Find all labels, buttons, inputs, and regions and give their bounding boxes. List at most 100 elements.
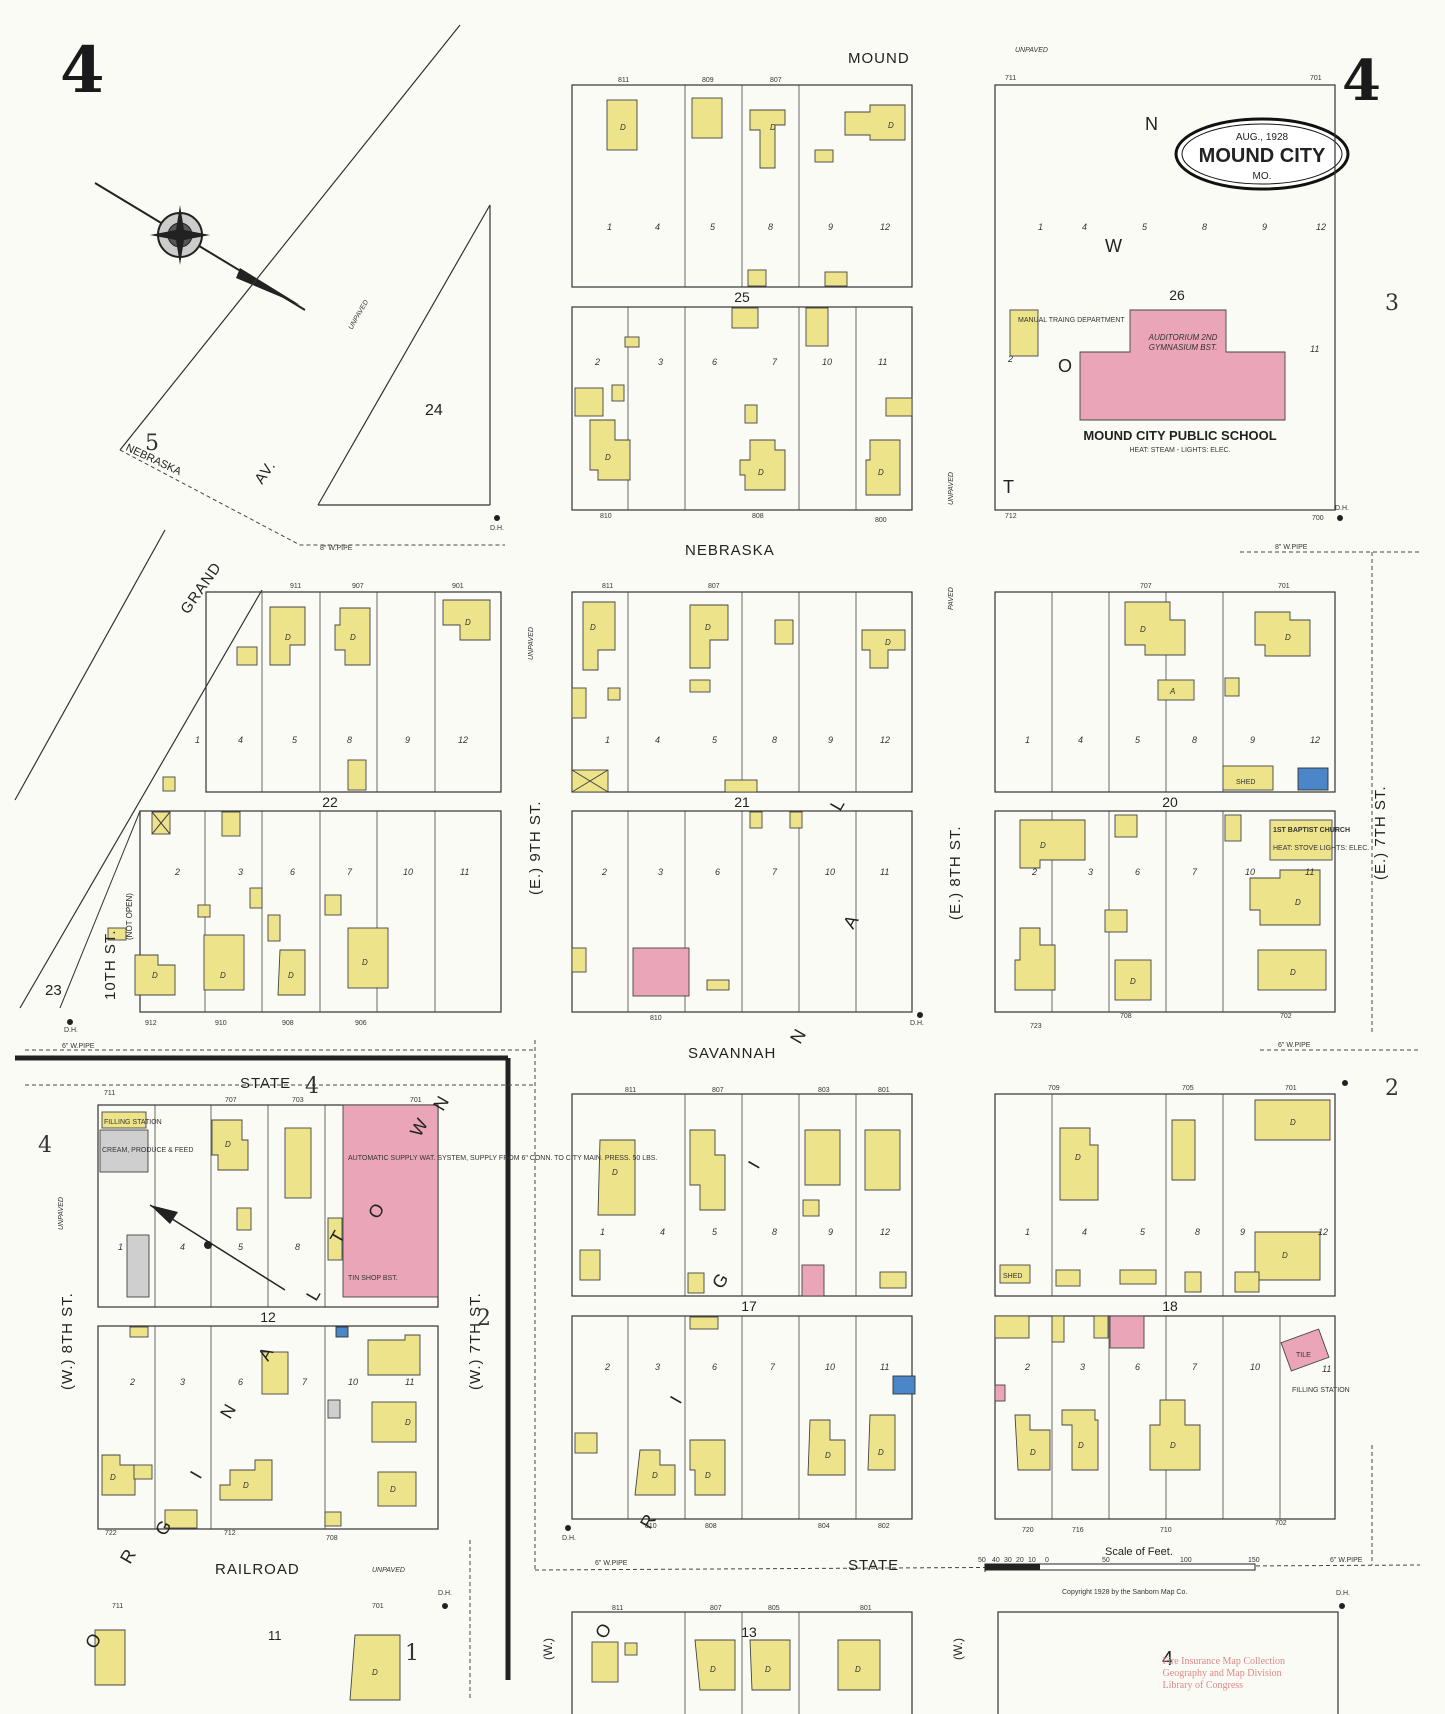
hydrant-icon — [1337, 515, 1343, 521]
svg-text:2: 2 — [604, 1362, 610, 1372]
shed-label: SHED — [1236, 779, 1255, 786]
dwelling — [694, 1639, 736, 1691]
svg-text:711: 711 — [1005, 75, 1016, 82]
direction-arrow — [149, 1204, 286, 1291]
block-numbers: 25 26 24 22 21 20 23 12 17 18 13 11 4 — [45, 287, 1185, 1670]
dh-label: D.H. — [490, 525, 504, 532]
street-e7th: (E.) 7TH ST. — [1372, 785, 1389, 880]
svg-text:3: 3 — [658, 867, 663, 877]
svg-text:1: 1 — [1025, 1227, 1030, 1237]
svg-text:802: 802 — [878, 1523, 890, 1530]
svg-text:N: N — [786, 1026, 810, 1047]
dwelling-letter: D — [1075, 1153, 1081, 1162]
dwelling-letter: D — [885, 638, 891, 647]
watermark-line: Fire Insurance Map Collection — [1162, 1656, 1285, 1667]
dwelling-letter: D — [855, 1665, 861, 1674]
svg-text:810: 810 — [645, 1523, 657, 1530]
dwelling-letter: D — [220, 971, 226, 980]
shed-label: SHED — [1003, 1273, 1022, 1280]
hydrant-icon — [1342, 1080, 1348, 1086]
dh-label: D.H. — [910, 1020, 924, 1027]
svg-text:800: 800 — [875, 517, 887, 524]
school-heat: HEAT: STEAM - LIGHTS: ELEC. — [1129, 447, 1230, 454]
svg-text:1: 1 — [607, 222, 612, 232]
svg-text:8: 8 — [1202, 222, 1207, 232]
dwelling — [589, 419, 631, 481]
scale-tick: 150 — [1248, 1557, 1260, 1564]
auto-letter: A — [1169, 687, 1175, 696]
block-26: 26 — [1169, 287, 1185, 303]
dwelling — [1254, 1231, 1321, 1281]
svg-text:10: 10 — [822, 357, 832, 367]
svg-text:11: 11 — [878, 357, 887, 367]
dwelling-letter: D — [243, 1481, 249, 1490]
dwelling-letter: D — [1030, 1448, 1036, 1457]
dwelling-letter: D — [705, 623, 711, 632]
svg-text:9: 9 — [405, 735, 410, 745]
dwelling-letter: D — [710, 1665, 716, 1674]
auto-garage — [994, 1315, 1030, 1339]
svg-text:708: 708 — [1120, 1013, 1132, 1020]
block-12: 12 — [260, 1309, 276, 1325]
title-date: AUG., 1928 — [1236, 132, 1289, 143]
dwelling-letter: D — [372, 1668, 378, 1677]
outbuilding — [1234, 1271, 1260, 1293]
tile-label: TILE — [1296, 1352, 1311, 1359]
svg-text:808: 808 — [752, 513, 764, 520]
commercial-building — [1109, 1315, 1145, 1349]
auto-garage — [879, 1271, 907, 1289]
dwelling — [1249, 869, 1321, 926]
auto-garage — [579, 1249, 601, 1281]
dwelling-letter: D — [350, 633, 356, 642]
water-pipes — [25, 449, 1421, 1700]
auto-garage — [347, 759, 367, 791]
dwelling — [1019, 819, 1086, 869]
hydrant-icon — [565, 1525, 571, 1531]
unpaved-label: UNPAVED — [948, 472, 955, 505]
svg-text:2: 2 — [594, 357, 600, 367]
svg-text:804: 804 — [818, 1523, 830, 1530]
svg-text:5: 5 — [1140, 1227, 1146, 1237]
compass-rose-icon — [94, 182, 306, 311]
dwelling — [347, 927, 389, 989]
pipe-label: 6" W.PIPE — [595, 1560, 628, 1567]
svg-text:907: 907 — [352, 583, 364, 590]
dwelling-letter: D — [888, 121, 894, 130]
dwelling — [739, 439, 786, 491]
filling-station-2-label: FILLING STATION — [1292, 1387, 1350, 1394]
dwelling — [749, 1639, 791, 1691]
svg-text:1: 1 — [118, 1242, 123, 1252]
unpaved-label: UNPAVED — [372, 1567, 405, 1574]
dwelling — [1257, 949, 1327, 991]
street-10th: 10TH ST. — [102, 929, 119, 1000]
outbuilding — [689, 1316, 719, 1330]
dwelling — [334, 607, 371, 666]
svg-text:2: 2 — [1024, 1362, 1030, 1372]
water-system-label: AUTOMATIC SUPPLY WAT. SYSTEM, SUPPLY FRO… — [348, 1155, 657, 1162]
svg-text:807: 807 — [770, 77, 782, 84]
svg-text:10: 10 — [348, 1377, 358, 1387]
svg-text:4: 4 — [655, 735, 660, 745]
dwelling — [101, 1454, 136, 1496]
dwelling — [377, 1471, 417, 1507]
svg-text:11: 11 — [1310, 344, 1319, 354]
svg-text:707: 707 — [225, 1097, 237, 1104]
svg-text:811: 811 — [618, 77, 629, 84]
outbuilding — [1224, 677, 1240, 697]
svg-text:I: I — [744, 1158, 764, 1172]
svg-text:11: 11 — [1305, 867, 1314, 877]
pipe-label: 8" W.PIPE — [320, 545, 353, 552]
church-label: 1ST BAPTIST CHURCH — [1273, 827, 1350, 834]
svg-text:I: I — [186, 1468, 206, 1482]
svg-text:1: 1 — [1025, 735, 1030, 745]
street-labels: MOUND NEBRASKA NEBRASKA GRAND AV. SAVANN… — [59, 50, 1389, 1660]
block-13: 13 — [741, 1624, 757, 1640]
svg-text:11: 11 — [880, 867, 889, 877]
building-letters: D D D D D D D D D D D D D D A D D D D D … — [110, 121, 1301, 1677]
svg-text:701: 701 — [410, 1097, 422, 1104]
dwelling-letter: D — [1140, 625, 1146, 634]
street-w-bottom-left: (W.) — [541, 1638, 555, 1660]
svg-text:808: 808 — [705, 1523, 717, 1530]
svg-text:5: 5 — [1142, 222, 1148, 232]
